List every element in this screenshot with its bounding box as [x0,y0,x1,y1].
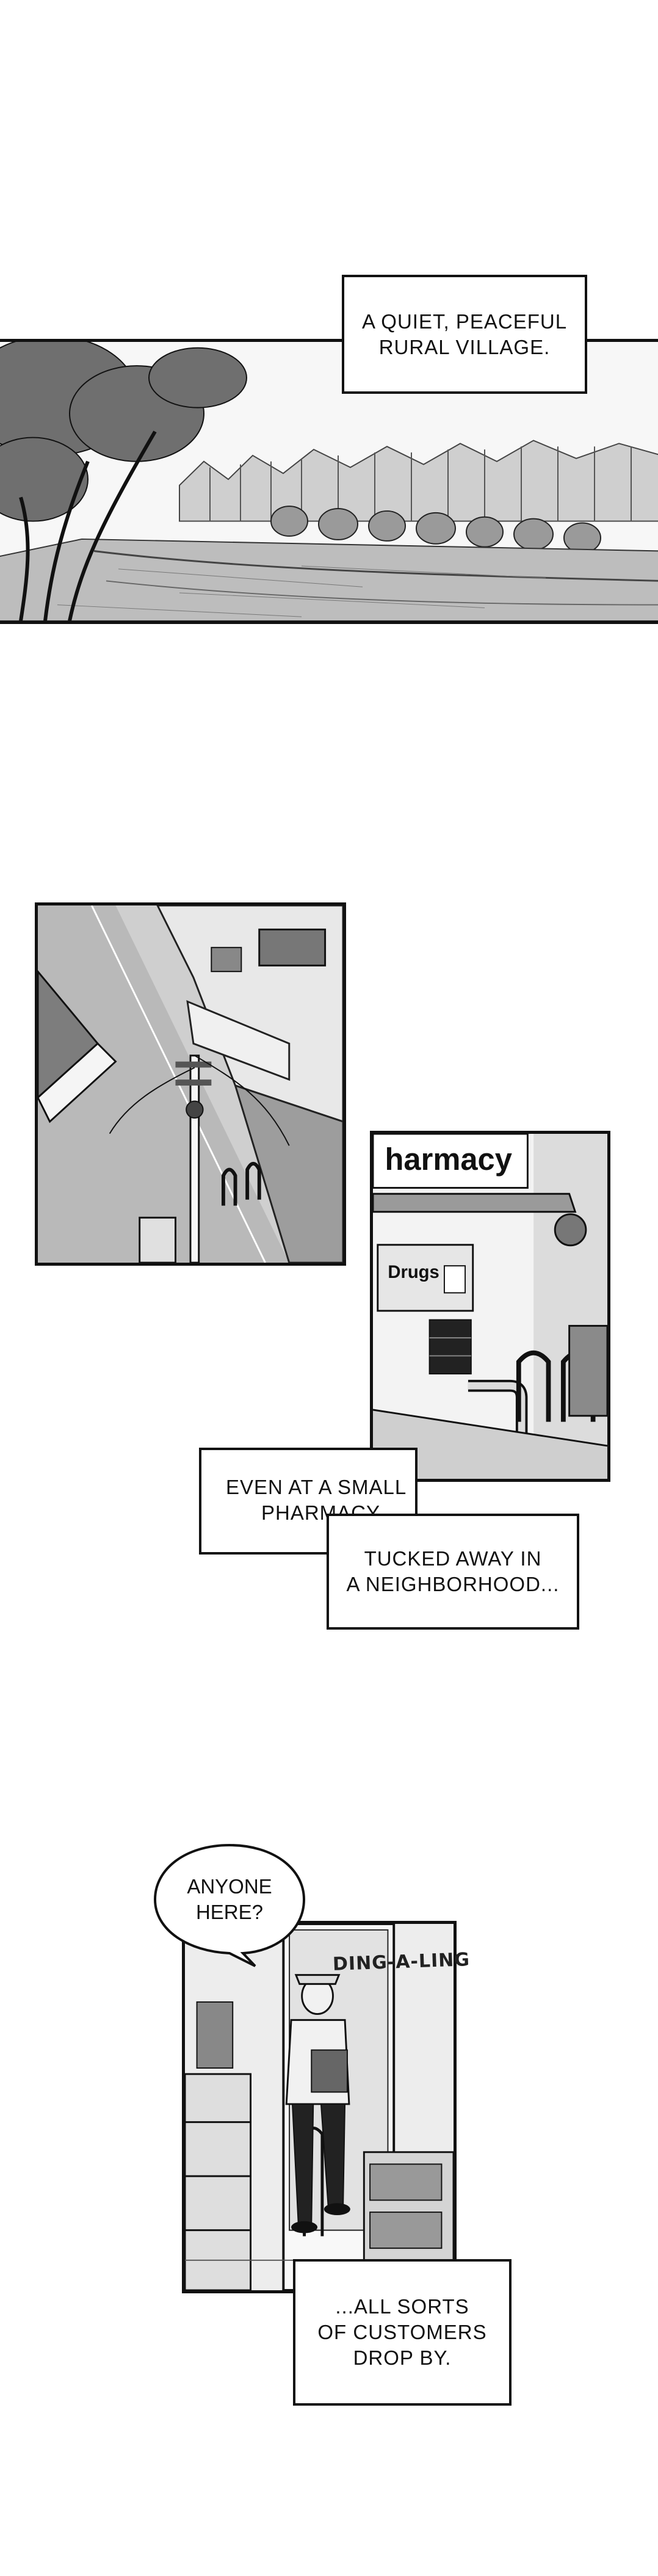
drugs-sign-text: Drugs [388,1262,439,1282]
caption-village: A QUIET, PEACEFUL RURAL VILLAGE. [342,275,587,394]
caption-tucked-away-line-1: TUCKED AWAY IN [364,1547,542,1570]
caption-small-pharmacy: EVEN AT A SMALL PHARMACY [199,1448,418,1555]
speech-bubble-text: ANYONE HERE? [151,1841,308,1957]
caption-small-pharmacy-line-1: EVEN AT A SMALL [226,1476,407,1498]
speech-line-1: ANYONE [187,1875,272,1898]
speech-line-2: HERE? [195,1901,264,1923]
street-pole-panel [35,902,346,1266]
caption-connector-line [586,339,658,341]
caption-tucked-away: TUCKED AWAY IN A NEIGHBORHOOD... [327,1514,579,1630]
caption-customers-line-1: ...ALL SORTS [335,2295,469,2318]
street-pole-art [38,905,343,1263]
caption-village-line-1: A QUIET, PEACEFUL [361,310,568,333]
pharmacy-sign-text: harmacy [385,1142,512,1177]
caption-customers: ...ALL SORTS OF CUSTOMERS DROP BY. [293,2259,512,2406]
caption-customers-line-3: DROP BY. [353,2346,452,2369]
speech-bubble: ANYONE HERE? [151,1841,308,1970]
customer-entering-art [185,1924,454,2290]
village-landscape-art [0,342,658,621]
customer-entering-panel [182,1921,457,2293]
caption-village-line-2: RURAL VILLAGE. [378,335,551,358]
speech-bubble-shape [153,1843,306,1967]
caption-tucked-away-line-2: A NEIGHBORHOOD... [346,1573,560,1595]
pharmacy-storefront-panel: harmacy Drugs [370,1131,610,1482]
pharmacy-storefront-art: harmacy Drugs [373,1134,607,1479]
caption-customers-line-2: OF CUSTOMERS [317,2321,487,2343]
